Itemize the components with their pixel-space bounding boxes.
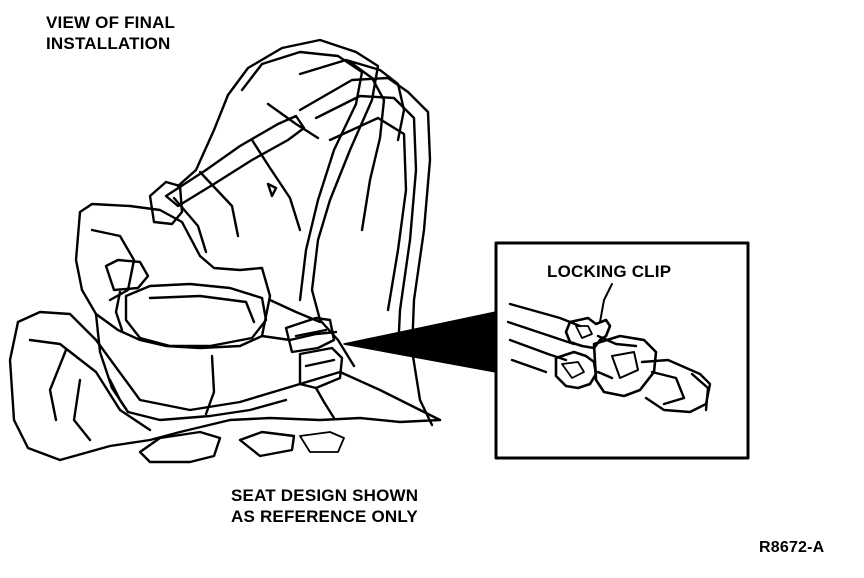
reference-code: R8672-A <box>759 539 825 556</box>
caption-line-1: SEAT DESIGN SHOWN <box>231 486 419 505</box>
callout-leader <box>599 283 613 323</box>
child-safety-seat <box>74 38 406 422</box>
title-line-1: VIEW OF FINAL <box>46 13 176 32</box>
locking-clip-label: LOCKING CLIP <box>547 262 672 281</box>
locking-clip-detail <box>494 241 750 460</box>
vehicle-seat <box>8 76 442 464</box>
detail-pointer <box>343 311 497 373</box>
title-line-2: INSTALLATION <box>46 34 171 53</box>
caption-line-2: AS REFERENCE ONLY <box>231 507 418 526</box>
